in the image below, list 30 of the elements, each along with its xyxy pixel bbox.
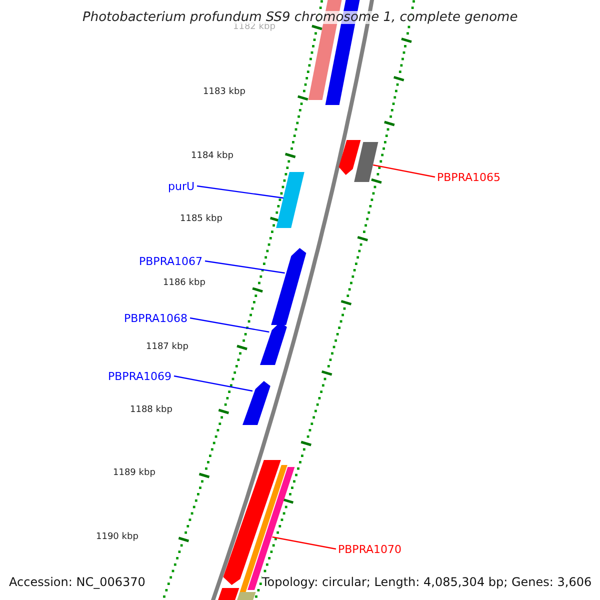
gene-label: purU [168, 180, 195, 192]
gene-label: PBPRA1068 [124, 312, 188, 324]
gene-bar [271, 248, 306, 325]
tick-label: 1187 kbp [146, 342, 188, 352]
leader-line [190, 317, 270, 333]
tick-label: 1185 kbp [180, 214, 222, 224]
leader-line [272, 536, 336, 550]
leader-line [196, 185, 284, 199]
footer-text: Topology: circular; Length: 4,085,304 bp; Genes: 3,606 [262, 575, 592, 589]
tick-label: 1189 kbp [113, 468, 156, 478]
gene-bar [338, 140, 361, 175]
tick-label: 1184 kbp [191, 152, 234, 160]
gene-label: PBPRA1069 [108, 370, 172, 382]
tick-label: 1190 kbp [96, 532, 138, 542]
tick-label: 1182 kbp [233, 22, 276, 32]
gene-bar [276, 172, 304, 228]
gene-label: PBPRA1070 [338, 544, 402, 554]
leader-line [174, 375, 253, 392]
gene-bar [260, 322, 287, 365]
leader-line [204, 260, 285, 274]
leader-line [372, 164, 436, 178]
gene-bar [242, 381, 270, 425]
tick-label: 1186 kbp [163, 278, 206, 288]
title: Photobacterium profundum SS9 chromosome 1, complete genome [82, 11, 518, 24]
gene-label: PBPRA1065 [437, 172, 501, 182]
footer-text: Accession: NC_006370 [9, 575, 146, 589]
gene-bar [354, 142, 378, 182]
tick-label: 1188 kbp [130, 406, 172, 414]
tick-label: 1183 kbp [203, 88, 246, 96]
gene-label: PBPRA1067 [139, 256, 203, 266]
